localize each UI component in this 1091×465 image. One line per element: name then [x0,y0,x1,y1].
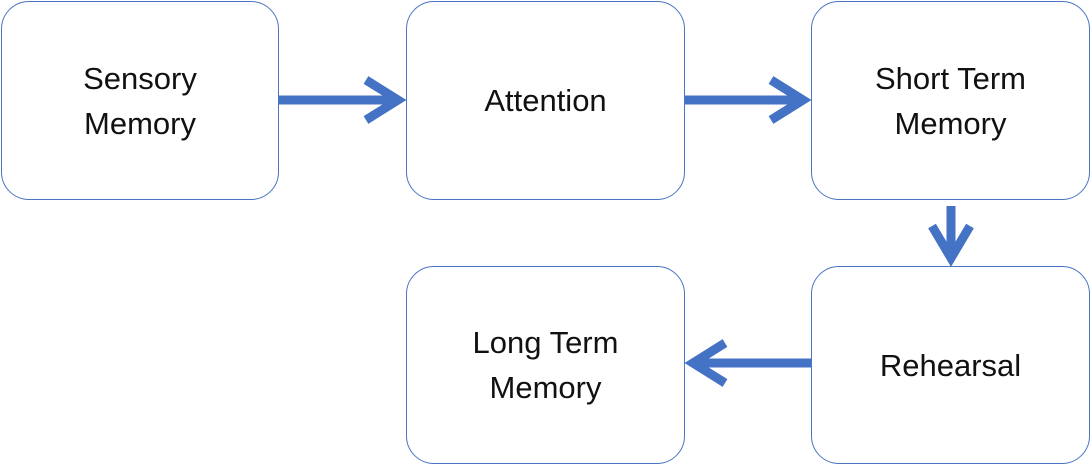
arrow-sensory-to-attention [279,76,407,124]
node-long-term-memory-line1: Long Term [472,325,619,360]
node-rehearsal-label: Rehearsal [880,343,1021,388]
node-short-term-memory-line1: Short Term [874,60,1027,96]
arrow-attention-to-stm [685,76,812,124]
node-short-term-memory-line2: Memory [894,105,1007,141]
node-sensory-memory: Sensory Memory [1,1,279,200]
node-rehearsal: Rehearsal [811,266,1090,464]
node-attention-line1: Attention [484,83,607,118]
node-sensory-memory-line1: Sensory [83,60,197,96]
node-long-term-memory-line2: Memory [489,370,602,405]
node-sensory-memory-line2: Memory [84,105,196,141]
arrow-stm-to-rehearsal [928,206,974,267]
node-short-term-memory: Short Term Memory [811,1,1090,200]
node-short-term-memory-label: Short Term Memory [875,56,1026,146]
arrow-rehearsal-to-ltm [684,339,811,387]
node-sensory-memory-label: Sensory Memory [83,56,197,146]
node-long-term-memory-label: Long Term Memory [473,320,619,410]
node-long-term-memory: Long Term Memory [406,266,685,464]
node-rehearsal-line1: Rehearsal [879,347,1022,383]
node-attention: Attention [406,1,685,200]
node-attention-label: Attention [484,78,606,123]
